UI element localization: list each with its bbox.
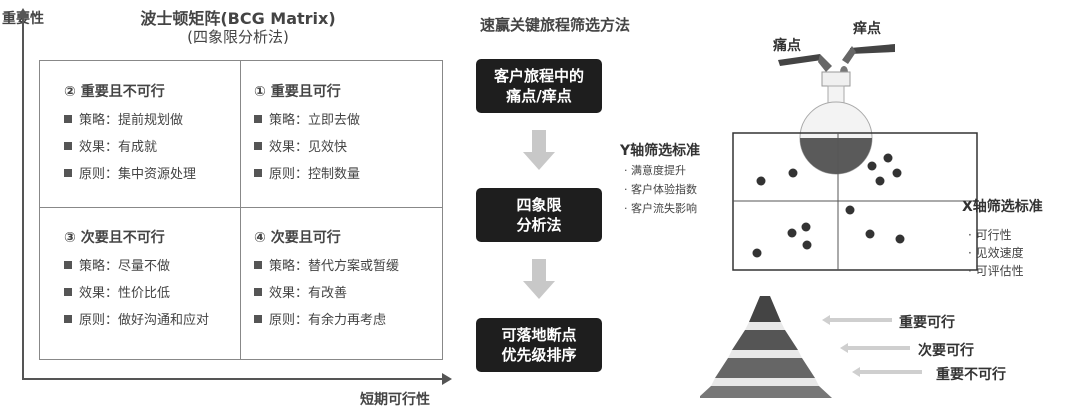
flow-step-priority-ranking: 可落地断点 优先级排序: [476, 318, 602, 372]
scatter-point: [895, 234, 905, 244]
x-axis-arrow-icon: [442, 373, 452, 385]
square-bullet-icon: [254, 115, 262, 123]
x-criteria-item: · 可行性: [968, 228, 1012, 242]
square-bullet-icon: [254, 288, 262, 296]
bcg-subtitle: (四象限分析法): [187, 28, 289, 46]
flow-step-line: 可落地断点: [501, 326, 577, 344]
x-criteria-item: · 见效速度: [968, 246, 1024, 260]
square-bullet-icon: [64, 115, 72, 123]
left-arrow-icon: [840, 343, 910, 353]
y-criteria-item: · 客户体验指数: [624, 183, 697, 196]
scatter-point: [883, 153, 893, 163]
quadrant-item: 策略：尽量不做: [64, 255, 254, 274]
square-bullet-icon: [254, 315, 262, 323]
quadrant-item: 效果：有成就: [64, 136, 254, 155]
y-criteria-item: · 客户流失影响: [624, 202, 697, 215]
priority-pyramid-icon: [700, 296, 832, 398]
square-bullet-icon: [254, 169, 262, 177]
quadrant-item: 原则：控制数量: [254, 163, 444, 182]
left-arrow-icon: [852, 367, 922, 377]
scatter-point: [875, 176, 885, 186]
y-axis-arrow-icon: [17, 8, 29, 18]
scatter-point: [787, 228, 797, 238]
square-bullet-icon: [64, 142, 72, 150]
y-criteria-item: · 满意度提升: [624, 164, 686, 177]
quadrant-item: 原则：做好沟通和应对: [64, 309, 254, 328]
scatter-point: [892, 168, 902, 178]
flow-step-line: 痛点/痒点: [506, 87, 572, 105]
scatter-point: [845, 205, 855, 215]
square-bullet-icon: [64, 288, 72, 296]
flow-step-quadrant-analysis: 四象限 分析法: [476, 188, 602, 242]
matrix-horizontal-divider: [40, 207, 442, 208]
screening-scatter-plot: [732, 132, 978, 271]
screening-illustration: [700, 44, 978, 398]
priority-label-important-infeasible: 重要不可行: [936, 367, 1006, 383]
right-pipette-icon: [840, 44, 895, 78]
quadrant-item: 效果：性价比低: [64, 282, 254, 301]
left-arrow-icon: [822, 315, 892, 325]
quadrant-title: ④ 次要且可行: [254, 230, 341, 246]
y-criteria-title: Y轴筛选标准: [620, 143, 701, 159]
priority-arrows: [822, 315, 922, 377]
x-criteria-title: X轴筛选标准: [962, 199, 1043, 215]
y-axis-line: [22, 14, 24, 380]
priority-label-minor-feasible: 次要可行: [918, 343, 974, 359]
square-bullet-icon: [254, 142, 262, 150]
flow-step-line: 优先级排序: [501, 346, 577, 364]
quadrant-item: 策略：提前规划做: [64, 109, 254, 128]
scatter-point: [802, 240, 812, 250]
x-axis-line: [22, 378, 444, 380]
priority-label-important-feasible: 重要可行: [899, 315, 955, 331]
quadrant-item: 策略：立即去做: [254, 109, 444, 128]
scatter-point: [788, 168, 798, 178]
pain-point-label: 痛点: [773, 38, 801, 54]
quadrant-important-infeasible: ② 重要且不可行 策略：提前规划做 效果：有成就 原则：集中资源处理: [64, 81, 254, 190]
quadrant-title: ① 重要且可行: [254, 84, 341, 100]
quadrant-item: 策略：替代方案或暂缓: [254, 255, 444, 274]
method-title: 速赢关键旅程筛选方法: [480, 16, 631, 34]
scatter-point: [756, 176, 766, 186]
flow-step-line: 四象限: [516, 196, 562, 214]
square-bullet-icon: [254, 261, 262, 269]
quadrant-item: 原则：集中资源处理: [64, 163, 254, 182]
flow-step-line: 分析法: [516, 216, 562, 234]
quadrant-minor-infeasible: ③ 次要且不可行 策略：尽量不做 效果：性价比低 原则：做好沟通和应对: [64, 227, 254, 336]
quadrant-title: ② 重要且不可行: [64, 84, 165, 100]
quadrant-item: 效果：见效快: [254, 136, 444, 155]
quadrant-title: ③ 次要且不可行: [64, 230, 165, 246]
quadrant-item: 效果：有改善: [254, 282, 444, 301]
down-arrow-icon: [523, 259, 555, 299]
bcg-matrix: ② 重要且不可行 策略：提前规划做 效果：有成就 原则：集中资源处理 ① 重要且…: [39, 60, 443, 360]
down-arrow-icon: [523, 130, 555, 170]
itch-point-label: 痒点: [853, 21, 881, 37]
flow-step-line: 客户旅程中的: [493, 67, 584, 85]
square-bullet-icon: [64, 169, 72, 177]
quadrant-minor-feasible: ④ 次要且可行 策略：替代方案或暂缓 效果：有改善 原则：有余力再考虑: [254, 227, 444, 336]
x-axis-label: 短期可行性: [360, 392, 430, 408]
scatter-point: [867, 161, 877, 171]
matrix-vertical-divider: [240, 61, 241, 359]
flow-step-pain-points: 客户旅程中的 痛点/痒点: [476, 59, 602, 113]
square-bullet-icon: [64, 261, 72, 269]
flask-icon: [799, 71, 873, 175]
x-criteria-item: · 可评估性: [968, 264, 1024, 278]
bcg-title: 波士顿矩阵(BCG Matrix): [140, 9, 336, 28]
square-bullet-icon: [64, 315, 72, 323]
quadrant-item: 原则：有余力再考虑: [254, 309, 444, 328]
scatter-point: [801, 222, 811, 232]
quadrant-important-feasible: ① 重要且可行 策略：立即去做 效果：见效快 原则：控制数量: [254, 81, 444, 190]
scatter-point: [752, 248, 762, 258]
scatter-point: [865, 229, 875, 239]
